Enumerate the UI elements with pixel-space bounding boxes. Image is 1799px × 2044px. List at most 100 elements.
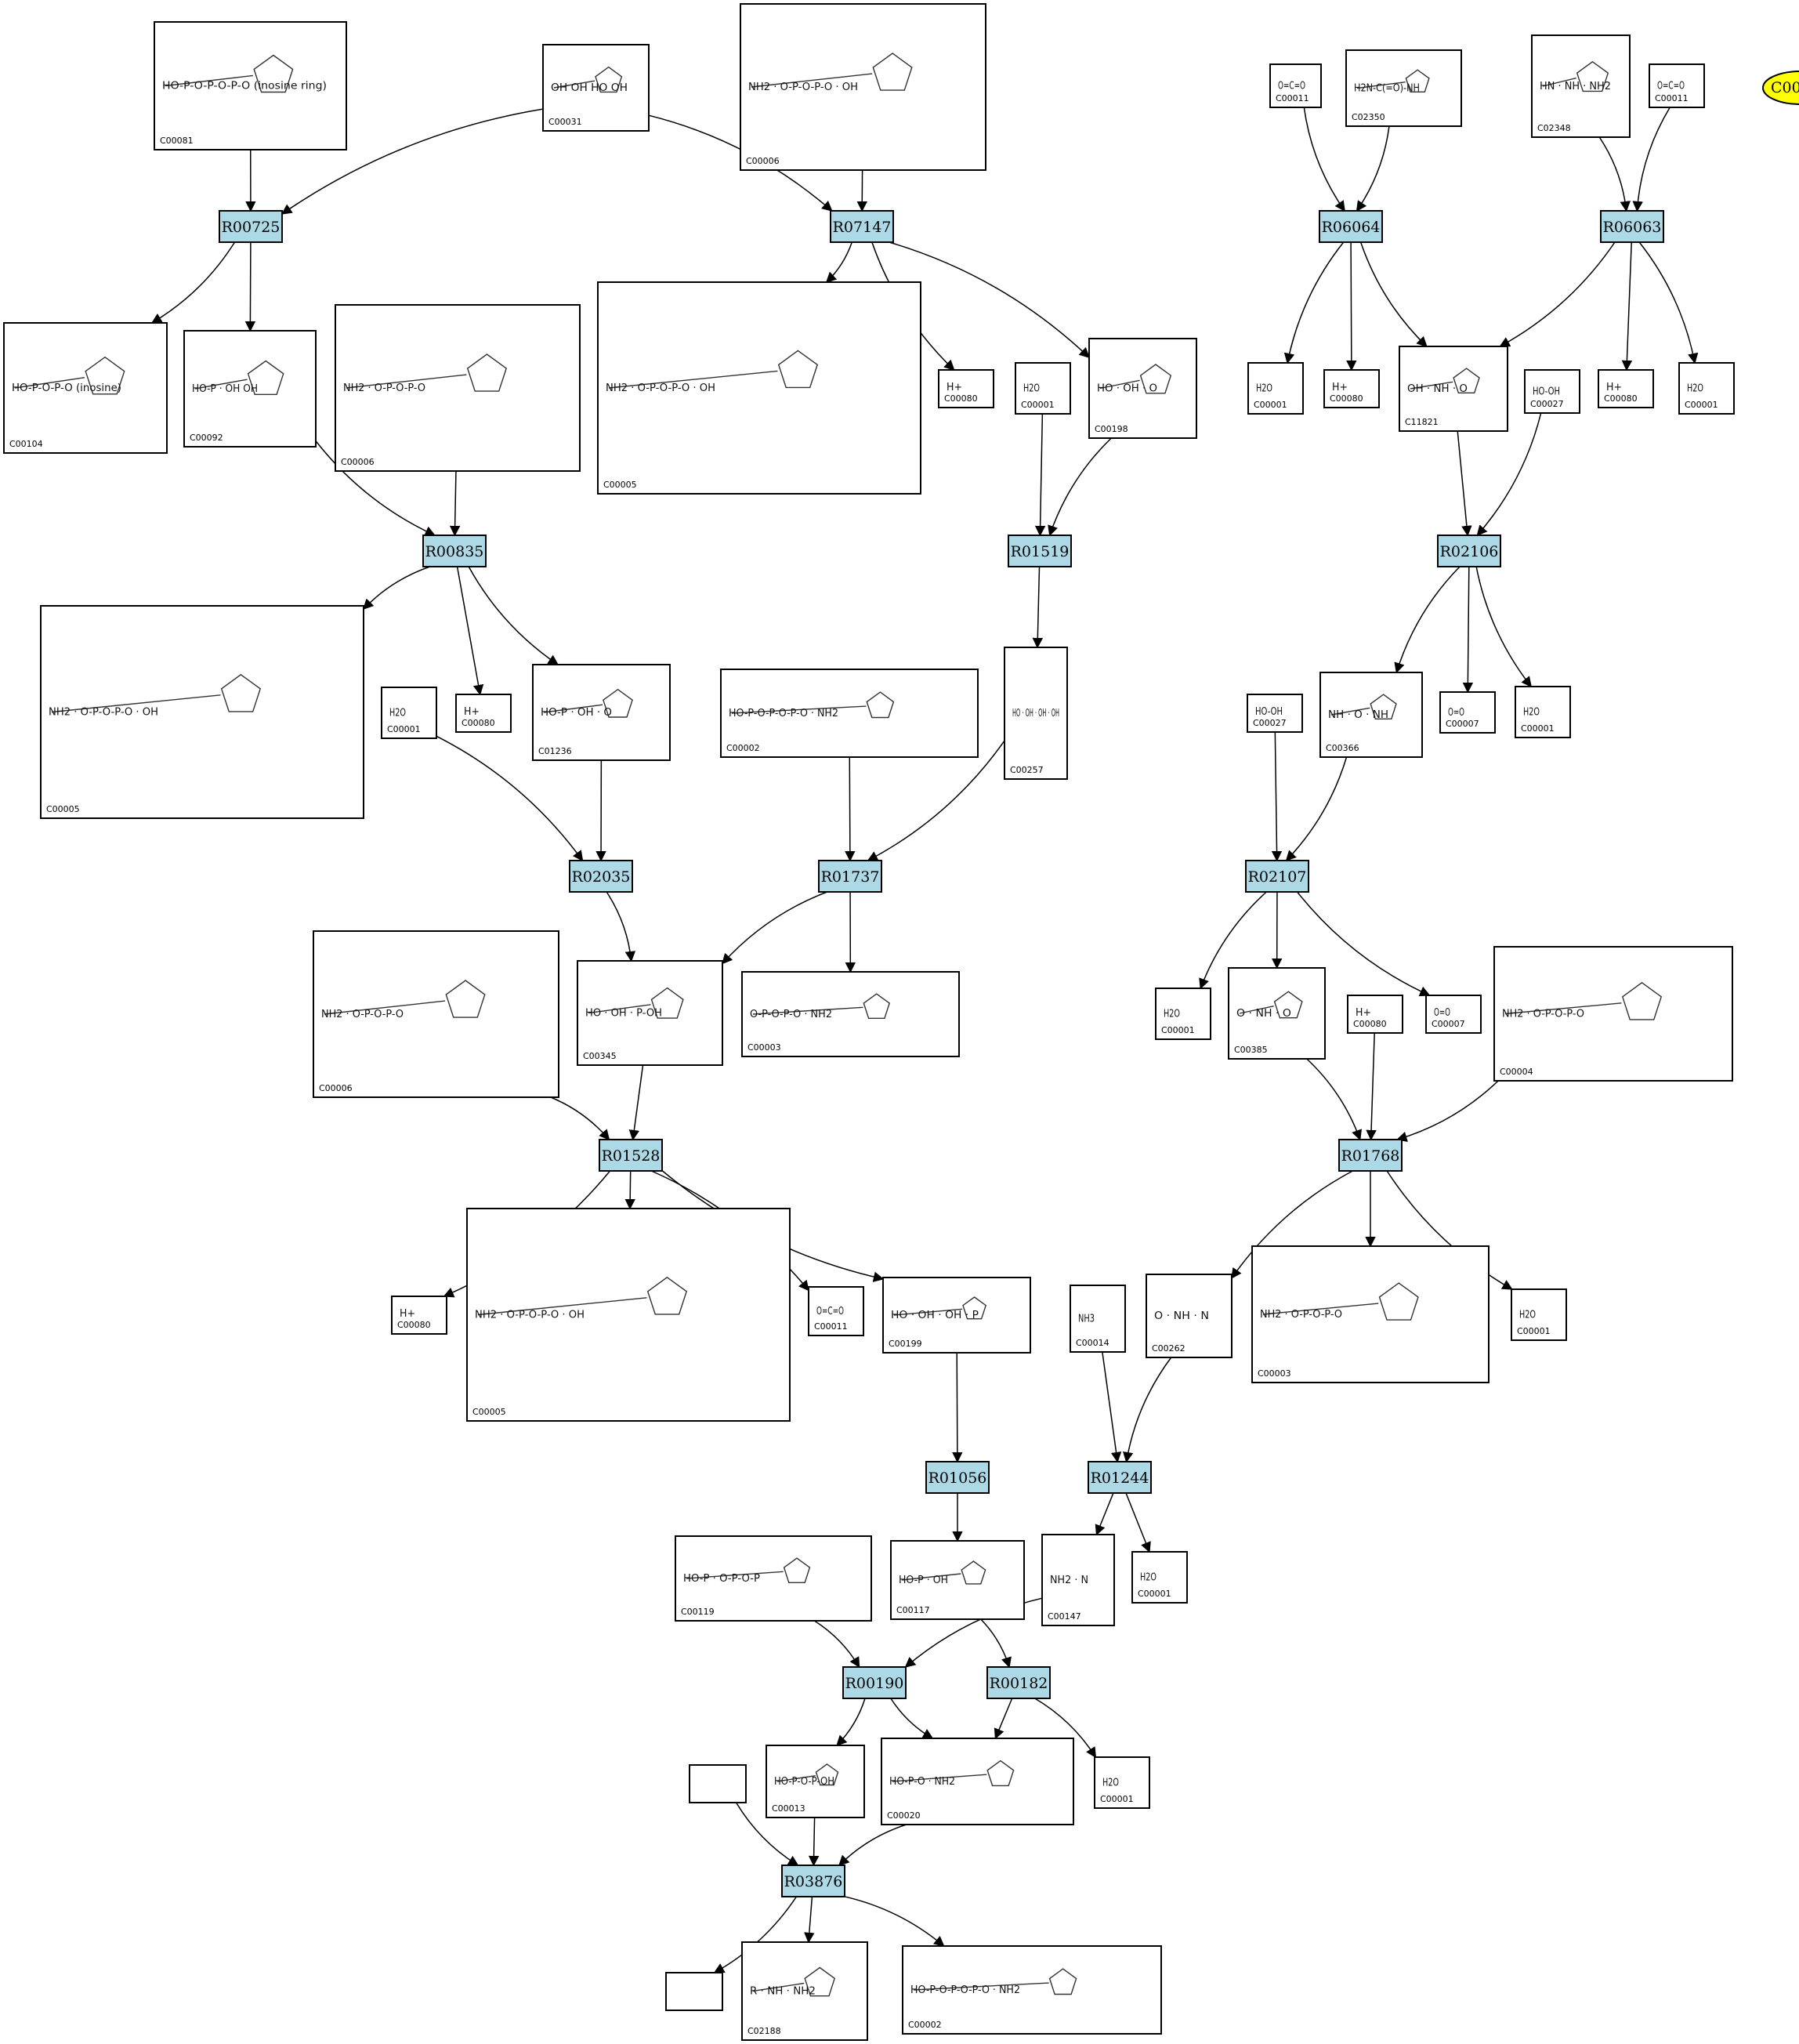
compound-id-label: C00007	[1432, 1019, 1465, 1029]
compound-id-label: C00257	[1010, 765, 1044, 775]
reaction-r07147[interactable]: R07147	[830, 210, 894, 243]
structure-ring	[595, 66, 623, 93]
structure-formula: OH · NH · O	[1407, 383, 1468, 395]
reaction-r06064[interactable]: R06064	[1319, 210, 1383, 243]
reaction-r01244[interactable]: R01244	[1088, 1461, 1152, 1494]
compound-c00080-d[interactable]: H+C00080	[455, 694, 512, 733]
compound-id-label: C00001	[1100, 1794, 1134, 1804]
compound-c00104[interactable]: HO-P-O-P-O (inosine)C00104	[3, 322, 168, 454]
compound-blank-b[interactable]	[665, 1972, 723, 2011]
compound-id-label: C00345	[583, 1051, 617, 1061]
reaction-r00190[interactable]: R00190	[842, 1666, 907, 1699]
edge-r01737-to-c_c00345	[722, 891, 827, 965]
reaction-r02107[interactable]: R02107	[1245, 860, 1309, 893]
reaction-r01056[interactable]: R01056	[925, 1461, 990, 1494]
reaction-r02106[interactable]: R02106	[1437, 535, 1501, 567]
edge-r02106-to-c_c00001_e	[1475, 566, 1532, 688]
edge-c_c00013-to-r03876	[808, 1817, 820, 1867]
reaction-r00725[interactable]: R00725	[219, 210, 283, 243]
reaction-r02035[interactable]: R02035	[569, 860, 633, 893]
compound-c00001-i[interactable]: H2O C00001	[1094, 1756, 1150, 1809]
structure-bond	[751, 73, 873, 88]
compound-c00080-f[interactable]: H+C00080	[391, 1296, 447, 1335]
structure-ring	[815, 1763, 839, 1786]
structure-bond	[588, 1004, 651, 1014]
edge-r00835-to-c_c00080_d	[456, 566, 484, 696]
structure-bond	[553, 80, 595, 89]
reaction-r01519[interactable]: R01519	[1008, 535, 1072, 567]
reaction-r03876[interactable]: R03876	[781, 1865, 845, 1897]
compound-id-label: C00004	[1500, 1067, 1533, 1077]
compound-c00080-b[interactable]: H+C00080	[1323, 369, 1380, 408]
reaction-r01768[interactable]: R01768	[1338, 1139, 1403, 1172]
compound-c00080-a[interactable]: H+C00080	[938, 369, 994, 408]
structure-bond	[731, 705, 867, 714]
structure-bond	[194, 379, 248, 390]
structure-formula: NH2 · O-P-O-P-O · OH	[49, 707, 158, 719]
highlight-compound-c00002[interactable]: C00002	[1762, 71, 1799, 105]
reaction-r06063[interactable]: R06063	[1600, 210, 1664, 243]
compound-blank-a[interactable]	[689, 1764, 747, 1803]
compound-c00080-c[interactable]: H+C00080	[1598, 369, 1654, 408]
compound-id-label: C00006	[341, 457, 375, 467]
edge-c_c00011_b-to-r06063	[1632, 107, 1670, 212]
compound-c00080-e[interactable]: H+C00080	[1347, 995, 1403, 1034]
reaction-r00182[interactable]: R00182	[986, 1666, 1051, 1699]
compound-id-label: C00117	[896, 1605, 930, 1615]
compound-c00081[interactable]: HO-P-O-P-O-P-O (inosine ring)C00081	[154, 21, 347, 150]
structure-formula: H2O	[1102, 1778, 1119, 1789]
reaction-r01528[interactable]: R01528	[599, 1139, 663, 1172]
reaction-r01737[interactable]: R01737	[818, 860, 882, 893]
structure-bond	[1542, 77, 1576, 87]
compound-id-label: C00080	[1330, 393, 1363, 404]
reaction-r00835[interactable]: R00835	[422, 535, 487, 567]
structure-formula: NH3	[1078, 1314, 1095, 1325]
